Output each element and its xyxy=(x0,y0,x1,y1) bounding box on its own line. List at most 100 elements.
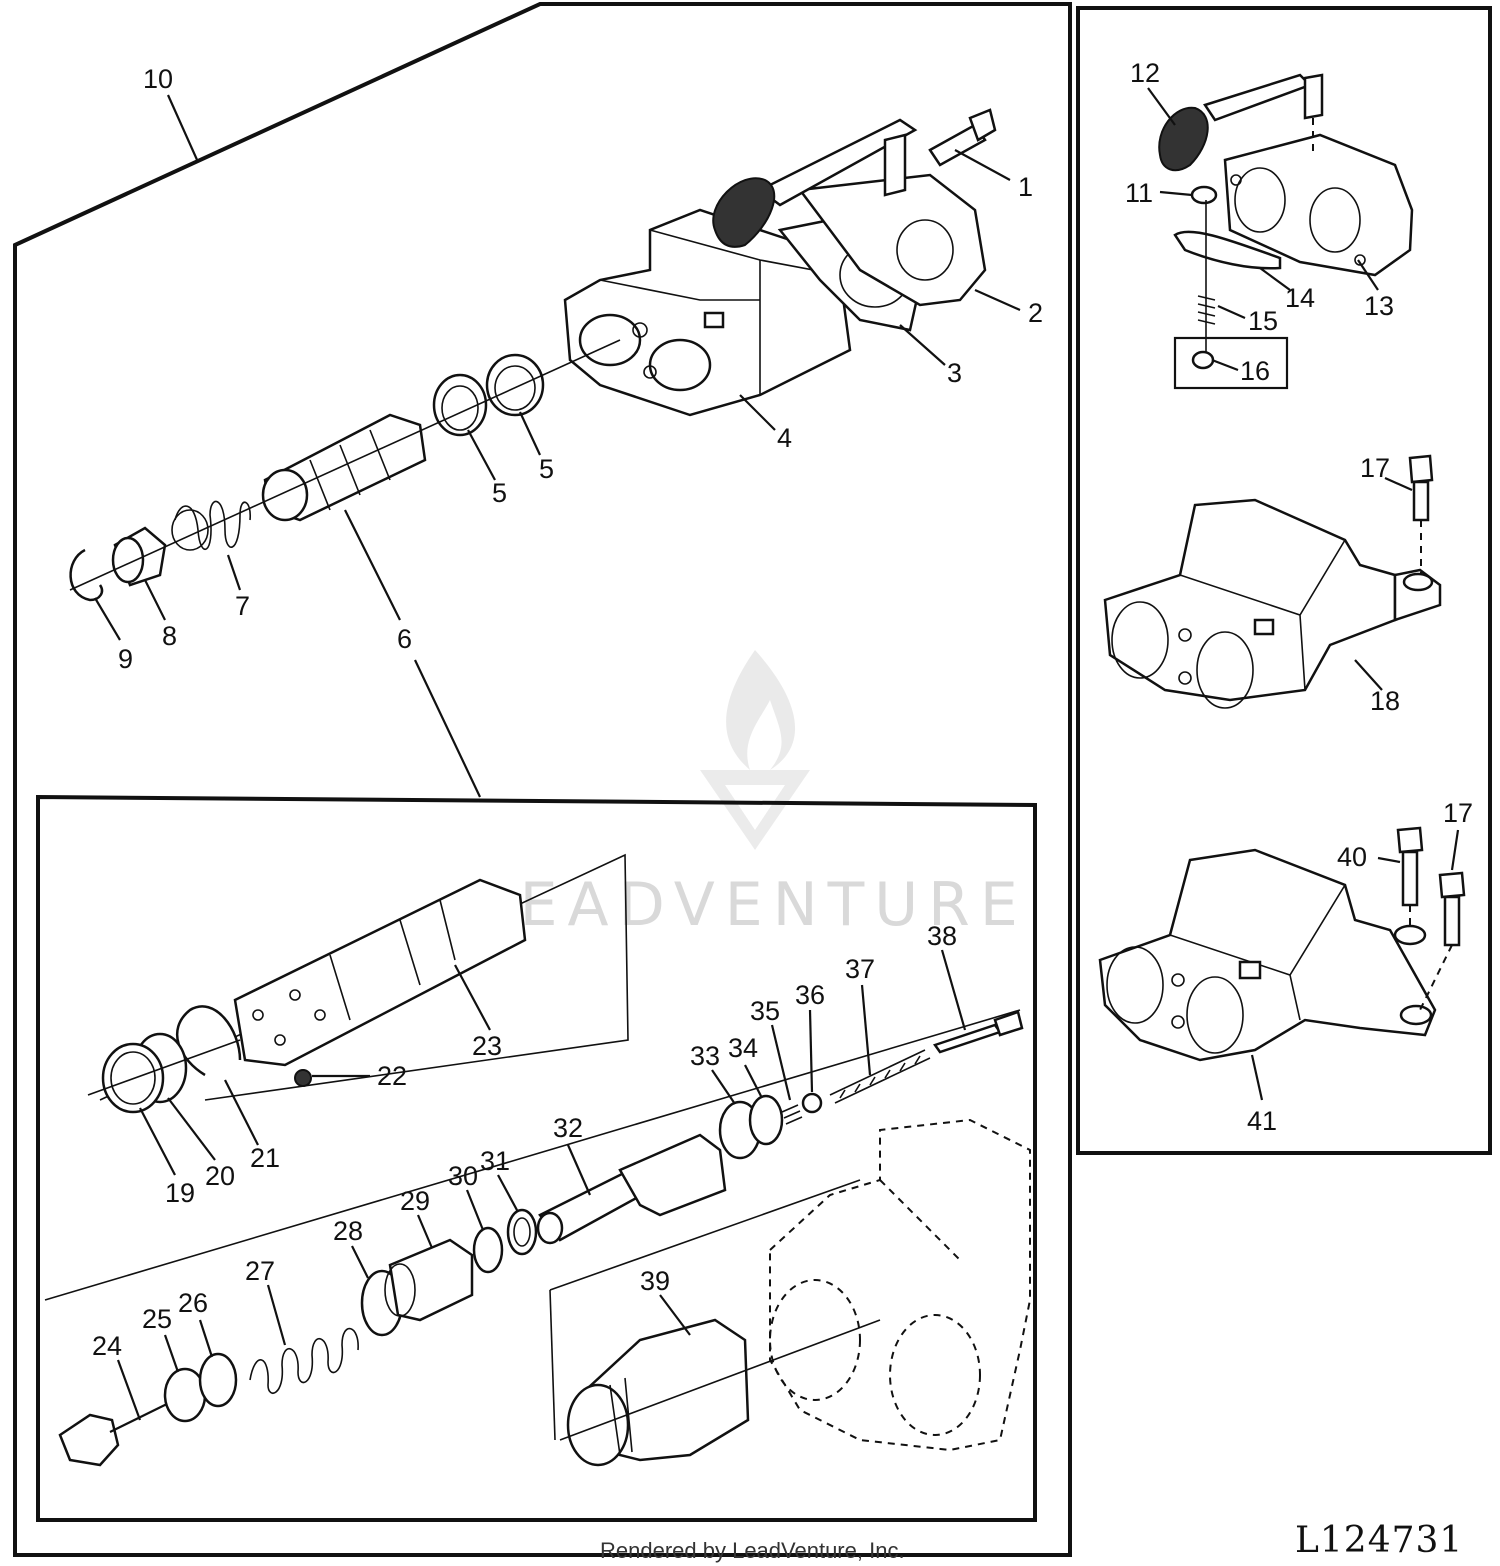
callout-labels: 1 2 3 4 5 5 6 7 8 9 10 11 12 13 14 15 16… xyxy=(92,58,1473,1361)
leader-32 xyxy=(566,1144,592,1196)
leader-26 xyxy=(198,1319,214,1358)
callout-15: 15 xyxy=(1248,306,1278,336)
callout-25: 25 xyxy=(142,1304,172,1334)
callout-16: 16 xyxy=(1240,356,1270,386)
leader-15 xyxy=(1217,304,1246,320)
callout-22: 22 xyxy=(377,1061,407,1091)
leader-18 xyxy=(1354,659,1383,691)
callout-23: 23 xyxy=(472,1031,502,1061)
lever-part-12 xyxy=(1158,73,1324,172)
spring-part-35 xyxy=(781,1104,803,1125)
leader-16 xyxy=(1211,358,1239,372)
detail-inset-frame xyxy=(36,794,1037,1522)
callout-17a: 17 xyxy=(1360,453,1390,483)
leader-33 xyxy=(711,1069,736,1105)
leader-7 xyxy=(226,554,242,591)
leader-13 xyxy=(1357,259,1379,291)
leader-31 xyxy=(497,1174,519,1213)
assembly-axis xyxy=(69,339,621,591)
spring-part-37 xyxy=(829,1049,931,1104)
callout-9: 9 xyxy=(118,644,133,674)
callout-11: 11 xyxy=(1125,178,1153,208)
leader-10 xyxy=(166,94,200,163)
callout-41: 41 xyxy=(1247,1106,1277,1136)
callout-19: 19 xyxy=(165,1178,195,1208)
valve-housing-part-4 xyxy=(563,208,852,417)
callout-21: 21 xyxy=(250,1143,280,1173)
callout-39: 39 xyxy=(640,1266,670,1296)
leader-5b xyxy=(519,411,541,456)
housing-part-18 xyxy=(1103,498,1442,709)
spool-part-23 xyxy=(233,878,527,1067)
leader-41 xyxy=(1250,1054,1264,1101)
backup-ring-part-31 xyxy=(506,1208,538,1256)
callout-37: 37 xyxy=(845,954,875,984)
spool-axis xyxy=(87,1039,241,1096)
callout-33: 33 xyxy=(690,1041,720,1071)
leader-35 xyxy=(770,1024,792,1101)
bolt-part-1 xyxy=(928,108,997,167)
callout-36: 36 xyxy=(795,980,825,1010)
leader-4 xyxy=(739,394,776,431)
leader-24 xyxy=(116,1359,142,1421)
leader-27 xyxy=(266,1284,287,1346)
bolt-part-40 xyxy=(1396,826,1424,930)
main-assembly-frame xyxy=(13,2,1072,1557)
leader-17b xyxy=(1450,829,1460,871)
leader-30 xyxy=(465,1189,485,1231)
leader-28 xyxy=(351,1245,369,1279)
plug-part-39 xyxy=(559,1318,881,1467)
ball-part-16 xyxy=(1191,350,1215,370)
snap-ring-part-9 xyxy=(69,548,104,602)
leader-40 xyxy=(1377,856,1401,864)
washer-part-11 xyxy=(1190,185,1218,205)
leader-14 xyxy=(1259,267,1291,291)
callout-5b: 5 xyxy=(539,454,554,484)
bolt-part-17-upper xyxy=(1408,454,1434,575)
leader-9 xyxy=(94,597,121,641)
leader-23 xyxy=(454,964,491,1031)
ball-part-22 xyxy=(294,1069,312,1087)
callout-3: 3 xyxy=(947,358,962,388)
o-rings-part-5 xyxy=(432,353,545,437)
callout-14: 14 xyxy=(1285,283,1315,313)
callout-2: 2 xyxy=(1028,298,1043,328)
callout-6: 6 xyxy=(397,624,412,654)
leader-2 xyxy=(974,288,1021,312)
leader-38 xyxy=(940,949,967,1031)
leader-34 xyxy=(744,1064,763,1099)
callout-34: 34 xyxy=(728,1033,758,1063)
drawing-id: L124731 xyxy=(1295,1520,1463,1561)
leader-17a xyxy=(1384,476,1413,492)
callout-31: 31 xyxy=(480,1146,510,1176)
leader-8 xyxy=(144,579,166,621)
leadventure-watermark-logo xyxy=(700,650,810,850)
leader-6-inset xyxy=(414,659,481,798)
spring-part-7 xyxy=(171,500,251,551)
callout-17b: 17 xyxy=(1443,798,1473,828)
housing-ghost-outline xyxy=(769,1118,1031,1452)
leader-25 xyxy=(163,1334,180,1373)
poppet-part-24 xyxy=(58,1399,176,1467)
housing-part-13 xyxy=(1223,133,1414,277)
leader-39 xyxy=(659,1294,691,1336)
side-variants-frame xyxy=(1076,6,1492,1155)
callout-30: 30 xyxy=(448,1161,478,1191)
leader-19 xyxy=(139,1107,176,1176)
housing-part-41 xyxy=(1098,848,1437,1062)
callout-35: 35 xyxy=(750,996,780,1026)
callout-32: 32 xyxy=(553,1113,583,1143)
pilot-part-32 xyxy=(536,1133,727,1245)
callout-5a: 5 xyxy=(492,478,507,508)
leader-12 xyxy=(1147,87,1176,126)
callout-4: 4 xyxy=(777,423,792,453)
leader-5a xyxy=(467,429,496,481)
leader-36 xyxy=(808,1009,814,1093)
part-16-box xyxy=(1173,336,1289,390)
control-lever xyxy=(712,118,918,248)
callout-12: 12 xyxy=(1130,58,1160,88)
leader-20 xyxy=(167,1097,216,1161)
callout-28: 28 xyxy=(333,1216,363,1246)
callout-1: 1 xyxy=(1018,172,1033,202)
pin-part-38 xyxy=(932,1010,1024,1054)
